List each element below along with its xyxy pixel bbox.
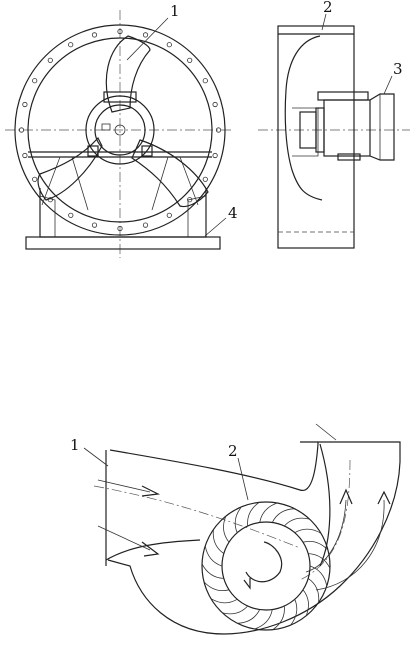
- impeller-blade: [223, 516, 230, 543]
- fan-support-frame: [39, 188, 207, 238]
- motor-support-struts: [28, 151, 212, 211]
- impeller-blade: [271, 508, 295, 523]
- bolt-hole: [91, 32, 98, 38]
- impeller-blade: [247, 502, 260, 527]
- impeller-blade: [203, 581, 230, 592]
- label-motor: 3: [393, 60, 403, 78]
- centrifugal-fan-diagram: 1 2: [70, 423, 401, 635]
- label-impeller: 2: [228, 442, 238, 460]
- bolt-hole: [32, 176, 38, 182]
- impeller-blade: [302, 540, 329, 551]
- bolt-hole: [68, 42, 74, 48]
- bolt-hole: [117, 28, 123, 35]
- bolt-hole: [215, 127, 222, 133]
- swirl-arrow: [245, 541, 283, 583]
- axial-fan-side-view: 2 3: [258, 0, 410, 249]
- bolt-hole: [22, 101, 28, 108]
- impeller-blade: [259, 502, 278, 523]
- impeller-blade: [222, 605, 248, 615]
- bolt-hole: [212, 152, 218, 159]
- bolt-hole: [202, 78, 208, 84]
- label-blade: 1: [170, 2, 180, 20]
- outflow-arrows: [305, 488, 391, 591]
- bolt-hole: [212, 101, 218, 108]
- impeller-blade: [308, 553, 331, 569]
- fan-motor-side: [317, 91, 395, 161]
- fan-casing-outer-ring: [14, 24, 226, 236]
- impeller: [201, 501, 331, 631]
- bolt-hole: [187, 197, 193, 203]
- fan-base-plate: [25, 236, 221, 250]
- impeller-blade: [284, 517, 310, 527]
- impeller-blade: [254, 609, 273, 630]
- bolt-hole: [187, 57, 193, 63]
- bolt-hole: [166, 212, 172, 218]
- label-inlet: 1: [70, 436, 80, 454]
- fan-motor-front: [85, 91, 155, 165]
- bolt-hole: [202, 176, 208, 182]
- bolt-hole: [32, 78, 38, 84]
- impeller-blade: [237, 609, 261, 624]
- impeller-blade: [272, 605, 285, 630]
- bolt-hole: [166, 42, 172, 48]
- impeller-blade: [294, 528, 322, 534]
- label-casing: 2: [323, 0, 333, 16]
- label-base: 4: [228, 204, 238, 222]
- flange-bolt-holes: [18, 28, 222, 232]
- impeller-blade: [212, 529, 225, 554]
- bolt-hole: [22, 152, 28, 159]
- impeller-blade: [290, 599, 298, 626]
- impeller-blade: [309, 565, 328, 587]
- axial-fan-front-view: 1 4: [5, 2, 238, 258]
- impeller-blade: [210, 598, 238, 604]
- fan-blades: [37, 35, 209, 208]
- bolt-hole: [117, 225, 123, 232]
- bolt-hole: [142, 32, 149, 38]
- impeller-blade: [307, 578, 320, 603]
- fan-casing-inner-ring: [27, 37, 213, 223]
- fan-casing-side: [277, 25, 355, 249]
- impeller-blade: [201, 563, 224, 579]
- volute-housing: [107, 441, 401, 635]
- impeller-blade: [302, 589, 309, 616]
- bolt-hole: [142, 222, 149, 228]
- bolt-hole: [91, 222, 98, 228]
- impeller-blade: [204, 545, 223, 567]
- bolt-hole: [47, 57, 53, 63]
- bolt-hole: [68, 212, 74, 218]
- bolt-hole: [18, 127, 25, 133]
- impeller-blade: [234, 506, 242, 533]
- inflow-arrows: [97, 479, 161, 557]
